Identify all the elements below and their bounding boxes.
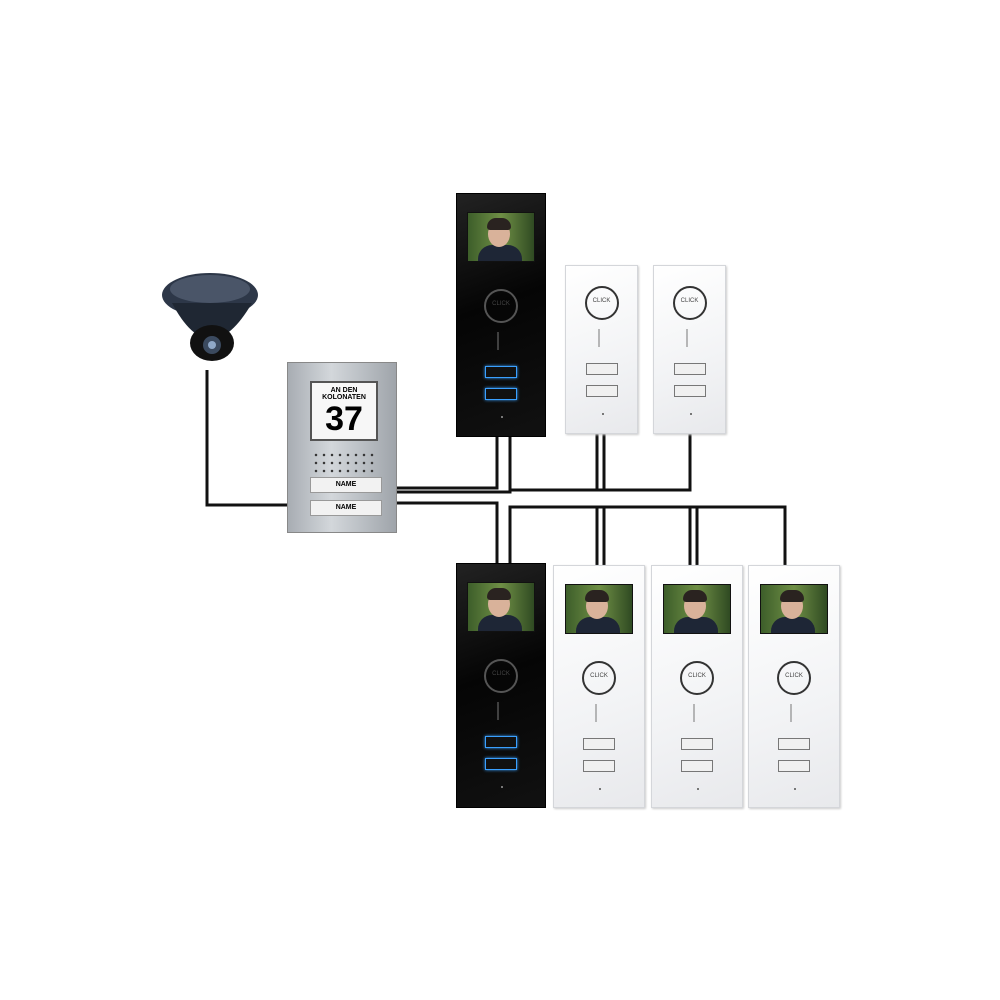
top-bus-wire-a — [397, 437, 499, 490]
video-monitor-black-bottom: CLICK — [456, 563, 546, 808]
talk-button[interactable] — [485, 366, 517, 378]
door-open-button[interactable] — [485, 388, 517, 400]
ring-label: CLICK — [680, 298, 699, 304]
ring-label: CLICK — [492, 301, 510, 307]
microphone-dot — [601, 413, 604, 415]
talk-button[interactable] — [583, 738, 615, 750]
street-name: AN DEN KOLONATEN — [322, 387, 366, 401]
status-icons — [598, 329, 605, 347]
status-icons — [693, 704, 701, 722]
ring-label: CLICK — [492, 671, 510, 677]
audio-handset-white-2: CLICK — [653, 265, 726, 434]
top-bus-wire-c — [510, 434, 692, 492]
call-ring-button[interactable]: CLICK — [584, 286, 619, 320]
name-button-1[interactable]: NAME — [310, 477, 382, 493]
door-station: AN DEN KOLONATEN 37 NAME NAME — [287, 362, 397, 533]
door-open-button[interactable] — [681, 760, 713, 772]
status-icons — [497, 332, 505, 350]
talk-button[interactable] — [673, 363, 706, 375]
dome-camera — [160, 265, 266, 371]
door-open-button[interactable] — [585, 385, 618, 397]
call-ring-button[interactable]: CLICK — [582, 661, 616, 695]
ring-label: CLICK — [590, 673, 608, 679]
house-number: 37 — [325, 400, 363, 438]
microphone-dot — [501, 786, 503, 788]
talk-button[interactable] — [778, 738, 810, 750]
call-ring-button[interactable]: CLICK — [777, 661, 811, 695]
video-monitor-white-2: CLICK — [651, 565, 743, 808]
name-button-2[interactable]: NAME — [310, 500, 382, 516]
status-icons — [686, 329, 693, 347]
status-icons — [595, 704, 603, 722]
video-monitor-black-top: CLICK — [456, 193, 546, 437]
video-monitor-white-3: CLICK — [748, 565, 840, 808]
video-screen — [467, 582, 535, 632]
video-screen — [663, 584, 731, 634]
microphone-dot — [599, 788, 601, 790]
microphone-dot — [697, 788, 699, 790]
top-bus-wire-b — [397, 437, 512, 494]
call-ring-button[interactable]: CLICK — [680, 661, 714, 695]
speaker-grille — [312, 451, 376, 475]
microphone-dot — [501, 416, 503, 418]
bottom-bus-wire-a — [397, 501, 499, 563]
video-screen — [760, 584, 828, 634]
ring-label: CLICK — [592, 298, 611, 304]
ring-label: CLICK — [688, 673, 706, 679]
talk-button[interactable] — [585, 363, 618, 375]
house-number-sign: AN DEN KOLONATEN 37 — [310, 381, 378, 441]
bottom-bus-wire-b — [508, 505, 787, 565]
door-open-button[interactable] — [778, 760, 810, 772]
call-ring-button[interactable]: CLICK — [672, 286, 707, 320]
call-ring-button[interactable]: CLICK — [484, 659, 518, 693]
video-monitor-white-1: CLICK — [553, 565, 645, 808]
microphone-dot — [794, 788, 796, 790]
door-open-button[interactable] — [485, 758, 517, 770]
ring-label: CLICK — [785, 673, 803, 679]
call-ring-button[interactable]: CLICK — [484, 289, 518, 323]
door-open-button[interactable] — [673, 385, 706, 397]
status-icons — [497, 702, 505, 720]
video-screen — [467, 212, 535, 262]
door-open-button[interactable] — [583, 760, 615, 772]
status-icons — [790, 704, 798, 722]
talk-button[interactable] — [485, 736, 517, 748]
talk-button[interactable] — [681, 738, 713, 750]
camera-wire — [205, 370, 287, 507]
audio-handset-white-1: CLICK — [565, 265, 638, 434]
microphone-dot — [689, 413, 692, 415]
video-screen — [565, 584, 633, 634]
